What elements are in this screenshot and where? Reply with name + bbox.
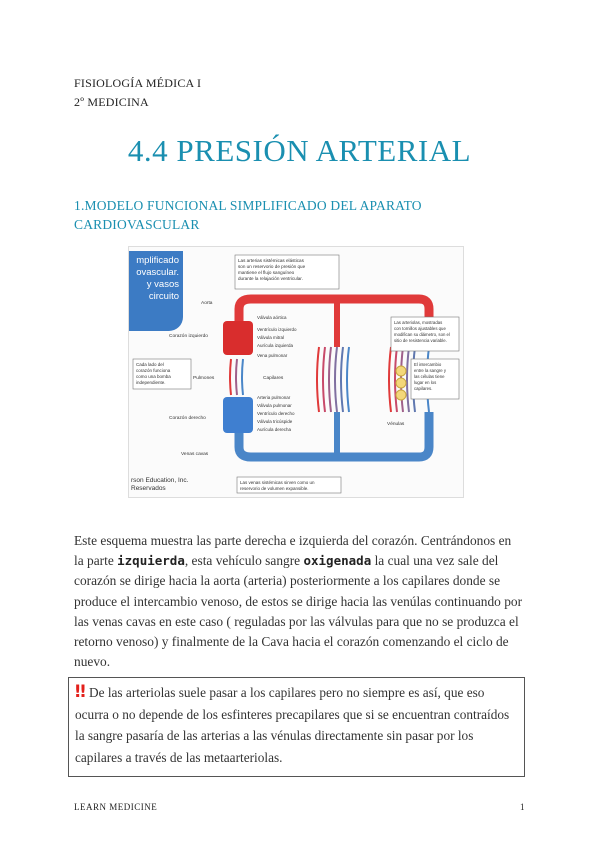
page-number: 1 [520, 802, 525, 812]
bold-izquierda: izquierda [117, 553, 185, 569]
label-vena-pulmonar: Vena pulmonar [257, 353, 288, 358]
bold-oxigenada: oxigenada [303, 553, 372, 569]
caption-line-2: ovascular. [136, 267, 179, 278]
label-valvula-pulmonar: Válvula pulmonar [257, 403, 292, 408]
label-valvula-mitral: Válvula mitral [257, 335, 284, 340]
label-corazon-izquierdo: Corazón izquierdo [169, 333, 208, 339]
label-valvula-tricuspide: Válvula tricúspide [257, 419, 293, 424]
lungs-capillaries [229, 358, 244, 396]
caption-line-1: mplificado [136, 255, 179, 266]
capillary-bed-left [316, 346, 350, 413]
paragraph-text-2: , esta vehículo sangre [184, 553, 304, 569]
right-heart [223, 397, 253, 433]
label-ventriculo-izquierdo: Ventrículo izquierdo [257, 327, 297, 332]
right-note-box [390, 316, 460, 352]
label-venulas: Vénulas [387, 421, 405, 427]
diagram-caption-tab: mplificado ovascular. y vasos circuito [129, 251, 183, 331]
top-note-box [234, 254, 340, 290]
caption-line-3: y vasos [146, 279, 179, 290]
label-ventriculo-derecho: Ventrículo derecho [257, 411, 295, 416]
label-arteria-pulmonar: Arteria pulmonar [257, 395, 291, 400]
credit-line-1: rson Education, Inc. [131, 477, 189, 484]
label-auricula-derecha: Aurícula derecha [257, 427, 292, 432]
exchange-note-box [410, 358, 460, 400]
top-note-text: Las arterias sistémicas elásticas son un… [238, 258, 306, 281]
footer-brand: LEARN MEDICINE [74, 802, 158, 812]
body-paragraph: Este esquema muestra las parte derecha e… [74, 531, 524, 672]
each-side-note-box [132, 358, 192, 390]
each-side-note-text: Cada lado del corazón funciona como una … [136, 362, 172, 385]
double-exclamation-icon: ‼ [75, 682, 86, 702]
warning-note-text: De las arteriolas suele pasar a los capi… [75, 685, 510, 765]
label-pulmones: Pulmones [193, 375, 215, 381]
label-valvula-aortica: Válvula aórtica [257, 315, 287, 320]
right-note-text: Las arteriolas, mostradas con tornillos … [394, 320, 451, 343]
warning-note-box: ‼ De las arteriolas suele pasar a los ca… [68, 677, 525, 777]
label-auricula-izquierda: Aurícula izquierda [257, 343, 294, 348]
paragraph-text-3: la cual una vez sale del corazón se diri… [74, 553, 523, 670]
credit-line-2: Reservados [131, 485, 166, 492]
tissue-cells [395, 365, 407, 401]
page-title: 4.4 PRESIÓN ARTERIAL [127, 133, 472, 168]
bottom-note-text: Las venas sistémicas sirven como un rese… [240, 480, 316, 491]
bottom-note-box [236, 476, 342, 494]
figure-credit: rson Education, Inc. Reservados [131, 477, 188, 493]
left-heart [223, 321, 253, 355]
header-year: 2º MEDICINA [74, 95, 149, 109]
paragraph-text-1: Este esquema muestra las parte derecha e… [74, 533, 512, 569]
caption-line-4: circuito [148, 291, 179, 302]
label-capilares: Capilares [263, 375, 284, 381]
header-course: FISIOLOGÍA MÉDICA I [74, 76, 202, 90]
label-venas-cavas: Venas cavas [181, 451, 209, 457]
label-aorta: Aorta [201, 300, 213, 306]
exchange-note-text: El intercambio entre la sangre y las cél… [414, 362, 447, 391]
label-corazon-derecho: Corazón derecho [169, 415, 206, 421]
circulation-svg: Las arterias sistémicas elásticas son un… [132, 254, 460, 494]
section-heading: 1.MODELO FUNCIONAL SIMPLIFICADO DEL APAR… [74, 198, 422, 232]
cardiovascular-diagram: Las arterias sistémicas elásticas son un… [128, 246, 464, 498]
